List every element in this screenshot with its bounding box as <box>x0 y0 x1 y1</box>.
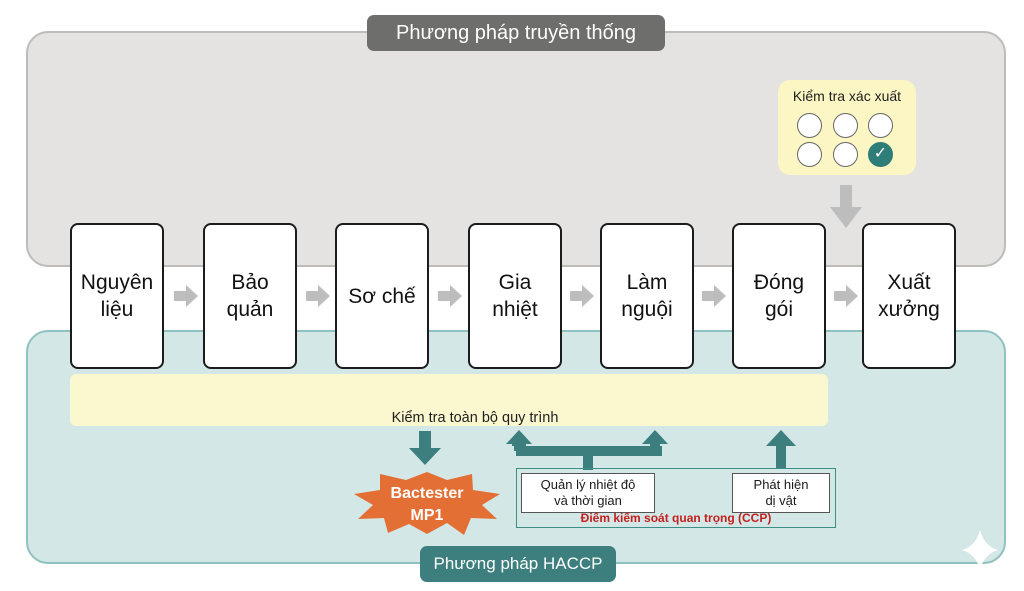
flow-arrow-icon <box>834 285 858 307</box>
down-arrow-icon <box>409 431 441 465</box>
flow-arrow-icon <box>438 285 462 307</box>
sample-circle <box>868 113 893 138</box>
step-preprocessing: Sơ chế <box>335 223 429 369</box>
haccp-arrows <box>409 430 796 470</box>
bactester-starburst <box>354 472 500 535</box>
sample-circle <box>797 142 822 167</box>
ccp-group <box>516 468 836 528</box>
step-storage: Bảo quản <box>203 223 297 369</box>
ccp-foreign-object: Phát hiện dị vật <box>732 473 830 513</box>
flow-arrow-icon <box>174 285 198 307</box>
random-check-label: Kiểm tra xác xuất <box>792 88 902 104</box>
ccp-label: Điểm kiểm soát quan trọng (CCP) <box>580 511 772 525</box>
up-arrow-icon <box>766 430 796 446</box>
up-arrow-icon <box>506 430 532 446</box>
sample-circle <box>833 142 858 167</box>
whole-process-band <box>70 374 828 426</box>
traditional-method-title: Phương pháp truyền thống <box>367 15 665 51</box>
flow-arrow-icon <box>702 285 726 307</box>
whole-process-label: Kiểm tra toàn bộ quy trình <box>391 410 559 426</box>
flow-arrow-icon <box>570 285 594 307</box>
bactester-label: Bactester MP1 <box>390 485 464 524</box>
sample-circle <box>797 113 822 138</box>
step-shipping: Xuất xưởng <box>862 223 956 369</box>
flow-arrows <box>174 185 862 307</box>
step-heating: Gia nhiệt <box>468 223 562 369</box>
flow-arrow-icon <box>306 285 330 307</box>
sparkle-icon <box>962 530 998 570</box>
sample-circle <box>833 113 858 138</box>
step-cooling: Làm nguội <box>600 223 694 369</box>
checkmark-icon: ✓ <box>868 142 893 167</box>
up-arrow-icon <box>642 430 668 444</box>
step-packaging: Đóng gói <box>732 223 826 369</box>
haccp-method-title: Phương pháp HACCP <box>420 546 616 582</box>
ccp-temperature-time: Quản lý nhiệt độ và thời gian <box>521 473 655 513</box>
step-raw-material: Nguyên liệu <box>70 223 164 369</box>
sampling-down-arrow-icon <box>830 185 862 228</box>
